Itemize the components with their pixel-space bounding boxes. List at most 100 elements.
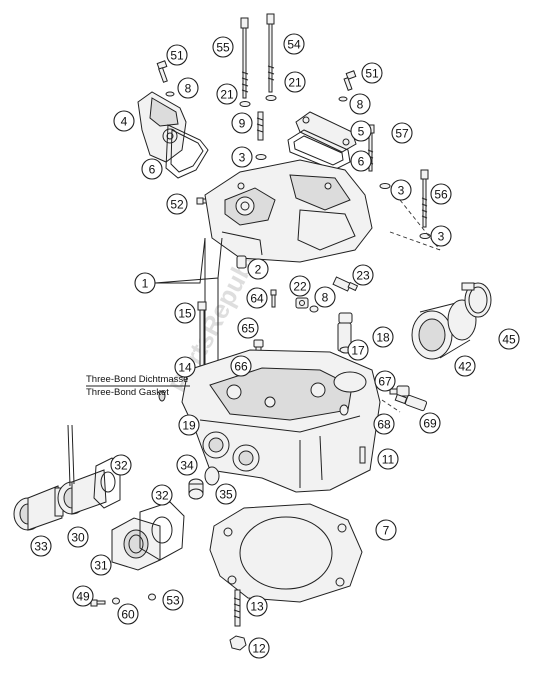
callout-c57[interactable]: 57	[391, 122, 413, 144]
three-bond-note-de: Three-Bond Dichtmasse	[86, 374, 188, 385]
fitting-22	[295, 297, 309, 309]
washer-8-right	[338, 96, 348, 102]
callout-c14[interactable]: 14	[174, 356, 196, 378]
callout-c21a[interactable]: 21	[216, 83, 238, 105]
callout-circle	[237, 317, 259, 339]
callout-circle	[247, 258, 269, 280]
callout-c7[interactable]: 7	[375, 519, 397, 541]
callout-c19[interactable]: 19	[178, 414, 200, 436]
callout-c51a[interactable]: 51	[166, 44, 188, 66]
callout-c52[interactable]: 52	[166, 193, 188, 215]
callout-c66[interactable]: 66	[230, 355, 252, 377]
callout-c51b[interactable]: 51	[361, 62, 383, 84]
callout-label: 45	[502, 333, 516, 347]
callout-c6b[interactable]: 6	[350, 150, 372, 172]
callout-circle	[377, 448, 399, 470]
callout-label: 8	[322, 291, 329, 305]
callout-c54[interactable]: 54	[283, 33, 305, 55]
o-ring-35	[204, 466, 220, 486]
callout-c32a[interactable]: 32	[110, 454, 132, 476]
callout-label: 34	[180, 459, 194, 473]
sealant-spot	[158, 390, 166, 402]
callout-c33[interactable]: 33	[30, 535, 52, 557]
callout-c60[interactable]: 60	[117, 603, 139, 625]
callout-c8a[interactable]: 8	[177, 77, 199, 99]
long-bolt-54	[266, 13, 275, 93]
bolt-51-right	[343, 70, 357, 91]
callout-c9[interactable]: 9	[231, 112, 253, 134]
callout-c6a[interactable]: 6	[141, 158, 163, 180]
callout-circle	[430, 225, 452, 247]
callout-c64[interactable]: 64	[246, 287, 268, 309]
callout-circle	[246, 287, 268, 309]
callout-label: 15	[178, 307, 192, 321]
callout-c68[interactable]: 68	[373, 413, 395, 435]
callout-c3b[interactable]: 3	[390, 179, 412, 201]
callout-c53[interactable]: 53	[162, 589, 184, 611]
callout-c8b[interactable]: 8	[349, 93, 371, 115]
callout-c11[interactable]: 11	[377, 448, 399, 470]
callout-c56[interactable]: 56	[430, 183, 452, 205]
callout-c21b[interactable]: 21	[284, 71, 306, 93]
nut-53	[148, 593, 156, 601]
callout-c13[interactable]: 13	[246, 595, 268, 617]
callout-c34[interactable]: 34	[176, 454, 198, 476]
callout-circle	[174, 302, 196, 324]
callout-c2[interactable]: 2	[247, 258, 269, 280]
callout-c15[interactable]: 15	[174, 302, 196, 324]
callout-circle	[230, 355, 252, 377]
callout-label: 23	[356, 269, 370, 283]
callout-circle	[391, 122, 413, 144]
callout-circle	[352, 264, 374, 286]
callout-circle	[134, 272, 156, 294]
callout-circle	[30, 535, 52, 557]
callout-c4[interactable]: 4	[113, 110, 135, 132]
callout-label: 22	[293, 280, 307, 294]
callout-c18[interactable]: 18	[372, 326, 394, 348]
callout-c12[interactable]: 12	[248, 637, 270, 659]
callout-circle	[454, 355, 476, 377]
callout-label: 65	[241, 322, 255, 336]
washer-68	[339, 404, 349, 416]
washer-21-right	[265, 95, 277, 101]
callout-c42[interactable]: 42	[454, 355, 476, 377]
callout-c17[interactable]: 17	[347, 339, 369, 361]
callout-c69[interactable]: 69	[419, 412, 441, 434]
callout-c5[interactable]: 5	[350, 120, 372, 142]
callout-c35[interactable]: 35	[215, 483, 237, 505]
washer-3-right-a	[379, 183, 391, 189]
callout-circle	[347, 339, 369, 361]
callout-label: 49	[76, 590, 90, 604]
callout-c23[interactable]: 23	[352, 264, 374, 286]
callout-c65[interactable]: 65	[237, 317, 259, 339]
callout-label: 1	[142, 277, 149, 291]
callout-circle	[176, 454, 198, 476]
callout-circle	[430, 183, 452, 205]
callout-c3c[interactable]: 3	[430, 225, 452, 247]
callout-circle	[90, 554, 112, 576]
long-bolt-55	[240, 17, 249, 99]
washer-8-left	[165, 91, 175, 97]
intake-stub-30	[57, 469, 107, 515]
callout-c55[interactable]: 55	[212, 36, 234, 58]
callout-c8c[interactable]: 8	[314, 286, 336, 308]
callout-c3a[interactable]: 3	[231, 146, 253, 168]
callout-circle	[178, 414, 200, 436]
fitting-67	[389, 385, 410, 397]
callout-circle	[216, 83, 238, 105]
callout-c49[interactable]: 49	[72, 585, 94, 607]
callout-label: 8	[357, 98, 364, 112]
callout-c32b[interactable]: 32	[151, 484, 173, 506]
callout-c45[interactable]: 45	[498, 328, 520, 350]
bolt-56	[420, 169, 429, 228]
callout-c67[interactable]: 67	[374, 370, 396, 392]
callout-label: 35	[219, 488, 233, 502]
callout-c1[interactable]: 1	[134, 272, 156, 294]
callout-c22[interactable]: 22	[289, 275, 311, 297]
callout-c31[interactable]: 31	[90, 554, 112, 576]
callout-label: 31	[94, 559, 108, 573]
callout-circle	[67, 526, 89, 548]
callout-c30[interactable]: 30	[67, 526, 89, 548]
callout-circle	[215, 483, 237, 505]
callout-label: 5	[358, 125, 365, 139]
